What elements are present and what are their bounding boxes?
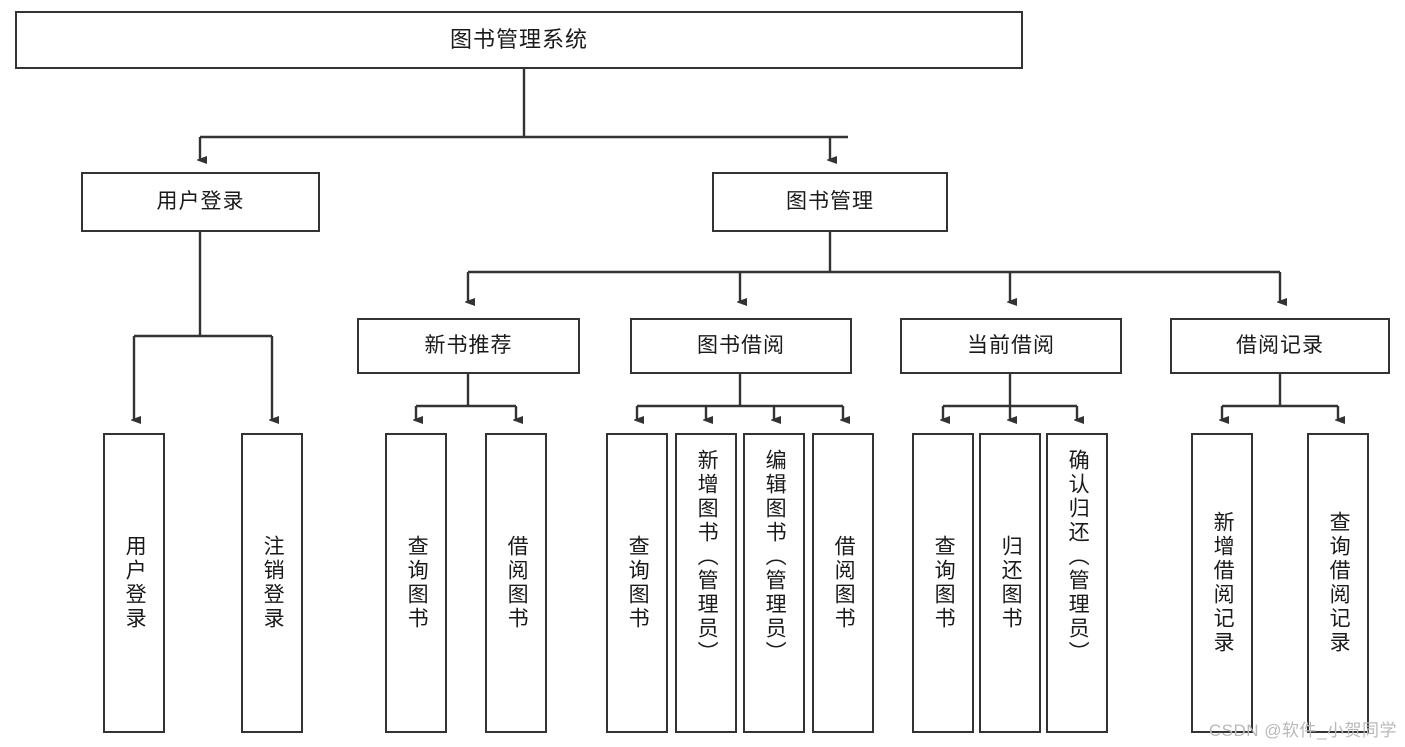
node-user-login[interactable]: 用户登录 xyxy=(81,172,320,232)
node-label: 确认归还（管理员） xyxy=(1066,449,1090,665)
leaf-text-wrap: 借阅图书 xyxy=(814,435,872,731)
node-label: 图书管理系统 xyxy=(449,26,588,52)
node-label: 借阅图书 xyxy=(832,535,856,631)
leaf-text-wrap: 新增借阅记录 xyxy=(1193,435,1251,731)
leaf-text-wrap: 借阅图书 xyxy=(487,435,545,731)
node-book-manage[interactable]: 图书管理 xyxy=(712,172,948,232)
leaf-text-wrap: 归还图书 xyxy=(981,435,1039,731)
node-leaf-logout-login[interactable]: 注销登录 xyxy=(241,433,303,733)
node-label: 注销登录 xyxy=(261,535,285,631)
node-label: 用户登录 xyxy=(156,190,245,214)
leaf-text-wrap: 用户登录 xyxy=(105,435,163,731)
leaf-text-wrap: 查询图书 xyxy=(387,435,445,731)
node-label: 归还图书 xyxy=(999,535,1023,631)
node-leaf-user-login[interactable]: 用户登录 xyxy=(103,433,165,733)
leaf-text-wrap: 新增图书（管理员） xyxy=(677,435,735,731)
node-label: 编辑图书（管理员） xyxy=(763,449,787,665)
node-label: 新增借阅记录 xyxy=(1211,511,1235,655)
node-label: 图书借阅 xyxy=(697,334,785,358)
node-label: 图书管理 xyxy=(786,190,874,214)
node-label: 查询图书 xyxy=(932,535,956,631)
node-leaf-edit-book[interactable]: 编辑图书（管理员） xyxy=(743,433,805,733)
node-book-borrow[interactable]: 图书借阅 xyxy=(630,318,852,374)
node-label: 查询图书 xyxy=(405,535,429,631)
node-leaf-borrow-book-recommend[interactable]: 借阅图书 xyxy=(485,433,547,733)
csdn-watermark: CSDN @软件_小贺同学 xyxy=(1208,721,1397,740)
node-borrow-record[interactable]: 借阅记录 xyxy=(1170,318,1390,374)
leaf-text-wrap: 查询图书 xyxy=(608,435,666,731)
node-leaf-query-book-current[interactable]: 查询图书 xyxy=(912,433,974,733)
leaf-text-wrap: 注销登录 xyxy=(243,435,301,731)
node-leaf-add-borrow-record[interactable]: 新增借阅记录 xyxy=(1191,433,1253,733)
leaf-text-wrap: 查询借阅记录 xyxy=(1309,435,1367,731)
leaf-text-wrap: 编辑图书（管理员） xyxy=(745,435,803,731)
node-leaf-confirm-return[interactable]: 确认归还（管理员） xyxy=(1046,433,1108,733)
node-label: 借阅图书 xyxy=(505,535,529,631)
node-leaf-borrow-book-borrow[interactable]: 借阅图书 xyxy=(812,433,874,733)
leaf-text-wrap: 查询图书 xyxy=(914,435,972,731)
node-leaf-return-book[interactable]: 归还图书 xyxy=(979,433,1041,733)
node-root-system[interactable]: 图书管理系统 xyxy=(15,11,1023,69)
node-label: 当前借阅 xyxy=(967,334,1055,358)
node-label: 查询图书 xyxy=(626,535,650,631)
node-label: 查询借阅记录 xyxy=(1327,511,1351,655)
node-leaf-query-borrow-record[interactable]: 查询借阅记录 xyxy=(1307,433,1369,733)
node-leaf-query-book-recommend[interactable]: 查询图书 xyxy=(385,433,447,733)
node-current-borrow[interactable]: 当前借阅 xyxy=(900,318,1122,374)
node-label: 用户登录 xyxy=(123,535,147,631)
leaf-text-wrap: 确认归还（管理员） xyxy=(1048,435,1106,731)
node-new-book-recommend[interactable]: 新书推荐 xyxy=(357,318,580,374)
node-label: 新书推荐 xyxy=(424,334,513,358)
node-leaf-add-book[interactable]: 新增图书（管理员） xyxy=(675,433,737,733)
node-label: 新增图书（管理员） xyxy=(695,449,719,665)
node-label: 借阅记录 xyxy=(1236,334,1324,358)
node-leaf-query-book-borrow[interactable]: 查询图书 xyxy=(606,433,668,733)
